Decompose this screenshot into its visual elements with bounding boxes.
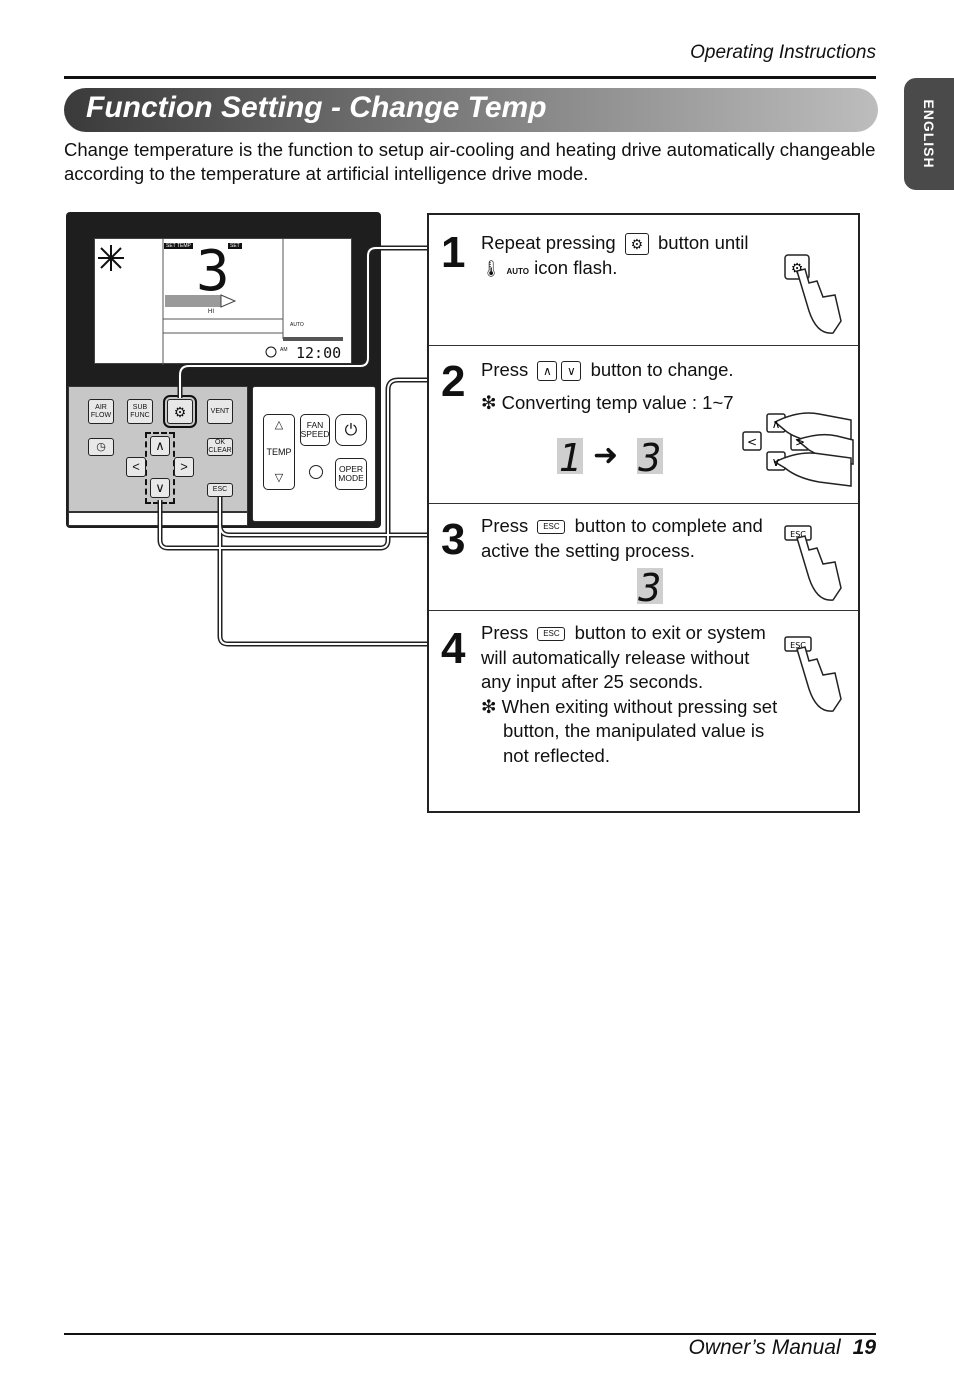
segment-to: 3: [637, 436, 663, 480]
gear-icon: ⚙: [173, 403, 187, 420]
step-number: 2: [441, 357, 466, 406]
svg-text:ESC: ESC: [790, 530, 806, 539]
ok-clear-button[interactable]: OK CLEAR: [207, 438, 233, 456]
lcd-auto-label: AUTO: [290, 322, 304, 328]
power-icon: ⏻: [344, 421, 358, 439]
fan-speed-button[interactable]: FAN SPEED: [300, 414, 330, 446]
lcd-temp-digit: 3: [196, 239, 230, 304]
timer-button[interactable]: ◷: [88, 438, 114, 456]
chevron-up-icon: ∧: [155, 438, 165, 453]
clock-icon: ◷: [96, 441, 106, 453]
header-rule: [64, 76, 876, 79]
svg-text:∧: ∧: [772, 417, 781, 431]
set-tag: SET: [228, 243, 242, 249]
hand-pressing-icon: ⚙: [783, 251, 843, 339]
lcd-am: AM: [280, 347, 288, 353]
up-button[interactable]: ∧: [150, 436, 170, 456]
step-2: 2 Press ∧∨ button to change. ❇ Convertin…: [429, 346, 858, 504]
page-title: Function Setting - Change Temp: [86, 91, 547, 124]
chevron-down-icon: ∨: [561, 361, 582, 382]
esc-key-icon: ESC: [537, 627, 566, 642]
power-button[interactable]: ⏻: [335, 414, 367, 446]
steps-box: 1 Repeat pressing ⚙ button until 🌡 AUTO …: [427, 213, 860, 813]
auto-thermometer-icon: 🌡: [481, 260, 502, 278]
step-number: 3: [441, 515, 466, 564]
arrow-right-icon: ➜: [593, 439, 619, 472]
step-number: 1: [441, 228, 466, 277]
step-3: 3 Press ESC button to complete and activ…: [429, 504, 858, 611]
chevron-right-icon: >: [180, 459, 188, 474]
intro-paragraph: Change temperature is the function to se…: [64, 139, 876, 184]
hand-pressing-icon: ESC: [783, 524, 847, 606]
right-button[interactable]: >: [174, 457, 194, 477]
step-number: 4: [441, 624, 466, 673]
air-flow-button[interactable]: AIR FLOW: [88, 399, 114, 424]
vent-button[interactable]: VENT: [207, 399, 233, 424]
sub-func-button[interactable]: SUB FUNC: [127, 399, 153, 424]
chevron-up-icon: ∧: [537, 361, 558, 382]
triangle-up-icon: △: [274, 419, 284, 431]
chevron-down-icon: ∨: [155, 480, 165, 495]
left-button[interactable]: <: [126, 457, 146, 477]
temp-button[interactable]: △ TEMP ▽: [263, 414, 295, 490]
cooling-icon: [98, 245, 124, 271]
segment-from: 1: [557, 436, 583, 480]
segment-result: 3: [637, 566, 663, 610]
svg-text:∨: ∨: [772, 455, 781, 469]
esc-button[interactable]: ESC: [207, 483, 233, 497]
footer-rule: [64, 1333, 876, 1335]
triangle-down-icon: ▽: [274, 472, 284, 484]
lcd-fan-label: HI: [208, 309, 214, 315]
svg-text:<: <: [747, 435, 757, 449]
chevron-left-icon: <: [132, 459, 140, 474]
esc-key-icon: ESC: [537, 520, 566, 535]
oper-mode-button[interactable]: OPER MODE: [335, 458, 367, 490]
header-section: Operating Instructions: [690, 42, 876, 63]
footer-label: Owner’s Manual: [688, 1336, 841, 1359]
hands-pressing-icon: < ∧ > ∨: [739, 406, 857, 498]
step-1: 1 Repeat pressing ⚙ button until 🌡 AUTO …: [429, 215, 858, 346]
page-number: 19: [852, 1336, 876, 1359]
language-tab: ENGLISH: [904, 78, 954, 190]
function-set-button[interactable]: ⚙: [163, 395, 197, 428]
hand-pressing-icon: ESC: [783, 635, 847, 717]
footer: Owner’s Manual 19: [689, 1336, 877, 1360]
lcd-time: 12:00: [296, 344, 342, 362]
down-button[interactable]: ∨: [150, 478, 170, 498]
gear-icon: ⚙: [624, 233, 649, 256]
remote-foot: [68, 512, 248, 526]
step-note: ❇ Converting temp value : 1~7: [481, 391, 734, 413]
svg-text:ESC: ESC: [790, 641, 806, 650]
step-note: ❇ When exiting without pressing set butt…: [481, 695, 778, 766]
svg-text:>: >: [795, 435, 805, 449]
set-temp-tag: SET TEMP: [164, 243, 193, 249]
step-4: 4 Press ESC button to exit or system wil…: [429, 611, 858, 811]
indicator-led: [309, 465, 323, 479]
title-bar: Function Setting - Change Temp: [64, 88, 878, 132]
